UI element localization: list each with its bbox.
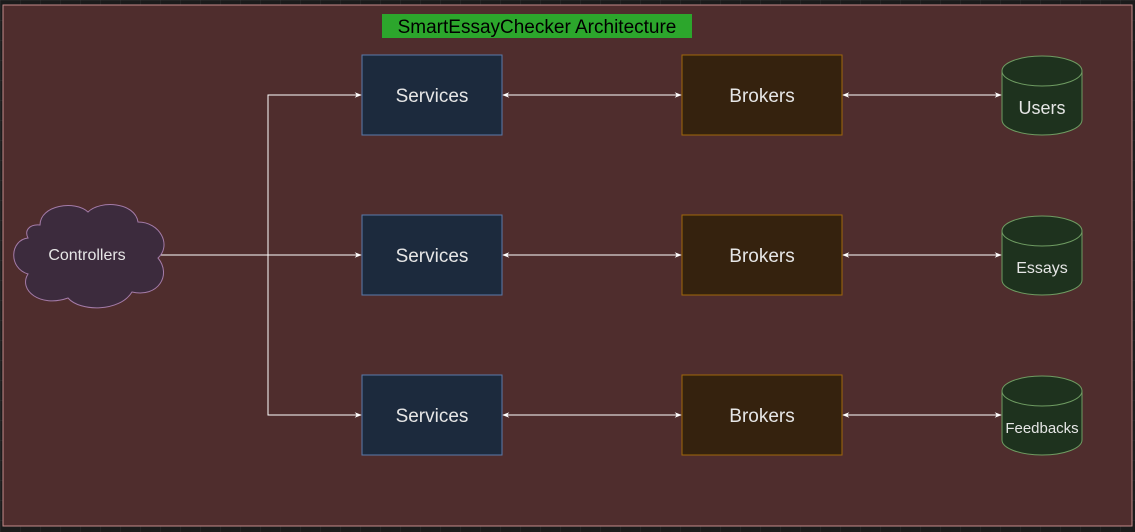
edge-controllers-services-3 — [267, 255, 362, 418]
feedbacks-label: Feedbacks — [1005, 420, 1078, 437]
controllers-label: Controllers — [48, 247, 125, 264]
cloud-icon — [13, 204, 165, 309]
database-icon — [1001, 55, 1083, 136]
diagram-container — [2, 4, 1133, 527]
database-icon — [1001, 375, 1083, 456]
database-icon — [1001, 215, 1083, 296]
services-node-2[interactable]: Services — [361, 214, 503, 296]
brokers-label: Brokers — [729, 86, 794, 107]
title-highlight — [382, 14, 692, 38]
service-broker-edges — [502, 92, 682, 418]
cylinder-rim — [1001, 230, 1083, 247]
edge-controllers-services-1 — [267, 92, 362, 255]
cylinder-rim — [1001, 70, 1083, 87]
services-label: Services — [396, 406, 469, 427]
services-node-1[interactable]: Services — [361, 54, 503, 136]
services-label: Services — [396, 246, 469, 267]
brokers-node-3[interactable]: Brokers — [681, 374, 843, 456]
users-store[interactable]: Users — [1001, 55, 1083, 136]
essays-store[interactable]: Essays — [1001, 215, 1083, 296]
brokers-node-1[interactable]: Brokers — [681, 54, 843, 136]
users-label: Users — [1018, 98, 1065, 118]
cylinder-rim — [1001, 390, 1083, 407]
broker-store-edges — [842, 92, 1002, 418]
brokers-node-2[interactable]: Brokers — [681, 214, 843, 296]
brokers-label: Brokers — [729, 246, 794, 267]
diagram-title: SmartEssayChecker Architecture — [398, 17, 677, 38]
brokers-label: Brokers — [729, 406, 794, 427]
feedbacks-store[interactable]: Feedbacks — [1001, 375, 1083, 456]
services-label: Services — [396, 86, 469, 107]
controller-edges — [158, 92, 362, 418]
essays-label: Essays — [1016, 260, 1068, 277]
controllers-node[interactable]: Controllers — [13, 204, 165, 309]
services-node-3[interactable]: Services — [361, 374, 503, 456]
